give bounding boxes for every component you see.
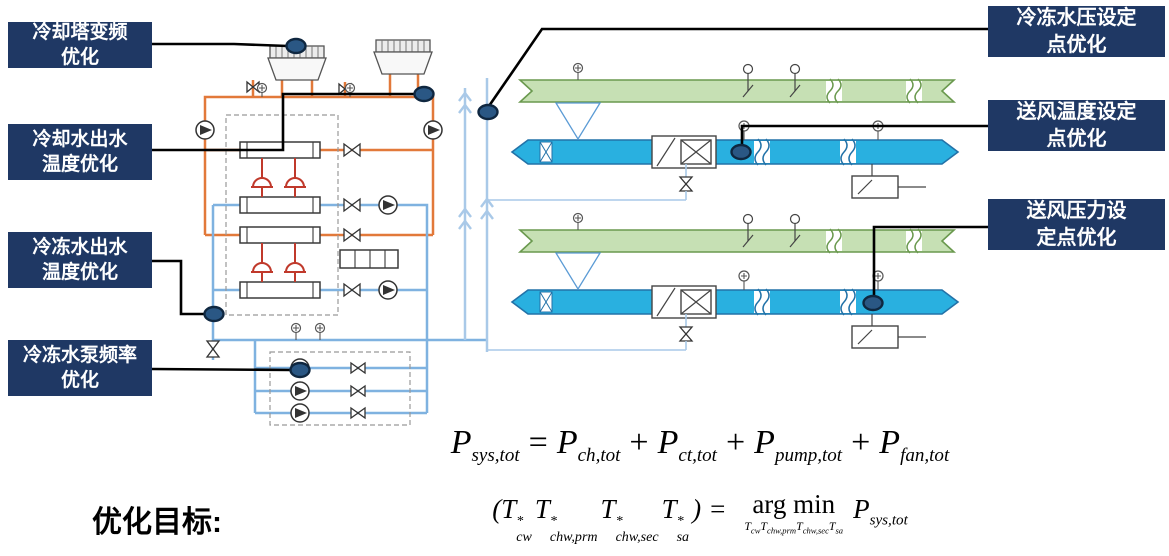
callout-text: 冷冻水出水 — [32, 236, 128, 258]
callout-chw-pressure-setpoint: 冷冻水压设定 点优化 — [988, 6, 1165, 57]
heat-exchanger — [339, 249, 399, 269]
eq-variable: T*chw,sec — [600, 494, 659, 545]
marker-chw-pump-frequency — [289, 361, 311, 379]
objective-title: 优化目标: — [92, 506, 222, 539]
callout-chw-outlet-temp: 冷冻水出水 温度优化 — [8, 232, 152, 288]
callout-text: 送风压力设 — [1026, 200, 1127, 223]
marker-supply-air-pressure — [862, 294, 884, 312]
pump-icon — [378, 195, 398, 215]
valve-icon — [205, 340, 221, 358]
damper-actuator — [742, 63, 754, 98]
sensor-icon — [314, 322, 326, 340]
sensor-icon — [572, 62, 584, 80]
sensor-icon — [344, 82, 356, 97]
valve-icon — [343, 197, 361, 213]
chiller-2 — [239, 226, 321, 299]
pump-icon — [290, 381, 310, 401]
duct-break — [840, 138, 856, 166]
callout-text: 送风温度设定 — [1016, 101, 1137, 124]
cooling-tower-2 — [373, 39, 433, 75]
callout-text: 定点优化 — [1036, 226, 1117, 249]
sensor-icon — [290, 322, 302, 340]
chiller-1 — [239, 141, 321, 214]
eq-term: P — [754, 424, 775, 461]
condenser-water-piping — [203, 74, 435, 237]
callout-text: 点优化 — [1046, 33, 1107, 56]
eq-variable: T*cw — [501, 494, 532, 545]
vav-box — [851, 164, 926, 199]
connector-line — [151, 367, 292, 372]
valve-icon — [350, 384, 366, 398]
connector-line — [487, 27, 988, 107]
coil-control-valve — [678, 164, 694, 200]
callout-text: 优化 — [60, 370, 99, 391]
pump-icon — [195, 120, 215, 140]
eq-term: P — [879, 424, 901, 461]
sensor-icon — [872, 120, 884, 140]
pump-icon — [423, 120, 443, 140]
ahu-box — [651, 135, 717, 169]
callout-text: 温度优化 — [41, 262, 118, 283]
sensor-icon — [738, 120, 750, 140]
eq-variable: T*chw,prm — [534, 494, 598, 545]
callout-cw-outlet-temp: 冷却水出水 温度优化 — [8, 124, 152, 180]
duct-break — [754, 138, 770, 166]
ahu-system — [487, 62, 960, 201]
connector-line — [152, 259, 205, 316]
marker-chw-outlet-temp — [203, 305, 225, 323]
valve-icon — [343, 142, 361, 158]
callout-supply-air-temp-setpoint: 送风温度设定 点优化 — [988, 100, 1165, 151]
callout-text: 冷却水出水 — [32, 128, 128, 150]
ahu-system-2 — [486, 212, 959, 351]
callout-text: 温度优化 — [41, 154, 118, 175]
valve-icon — [350, 361, 366, 375]
marker-chw-pressure-setpoint — [477, 103, 499, 121]
flow-arrow-chevrons — [458, 91, 494, 230]
marker-supply-air-temp — [730, 143, 752, 161]
callout-supply-air-pressure-setpoint: 送风压力设 定点优化 — [988, 199, 1165, 250]
callout-text: 点优化 — [1046, 127, 1107, 150]
duct-break — [906, 78, 922, 104]
mixing-section — [554, 102, 602, 141]
callout-chw-pump-frequency: 冷冻水泵频率 优化 — [8, 340, 152, 396]
connector-line — [740, 124, 988, 145]
connector-line — [152, 92, 415, 152]
duct-break — [826, 78, 842, 104]
control-point-markers — [203, 37, 884, 379]
secondary-pumps-enclosure — [269, 351, 411, 426]
damper-actuator — [789, 63, 801, 98]
marker-cooling-tower-vfd — [285, 37, 307, 55]
eq-variable: T*sa — [661, 494, 690, 545]
pump-icon — [378, 280, 398, 300]
callout-text: 优化 — [60, 47, 99, 68]
callout-text: 冷冻水压设定 — [1016, 7, 1137, 30]
connector-line — [872, 225, 988, 296]
eq-term: P — [657, 424, 679, 461]
marker-cw-outlet-temp — [413, 85, 435, 103]
eq-term: P — [450, 424, 472, 461]
argmin-domain: TcwTchw,prmTchw,secTsa — [744, 519, 844, 536]
valve-icon — [343, 227, 361, 243]
equation-total-power: Psys,tot=Pch,tot+Pct,tot+Ppump,tot+Pfan,… — [450, 424, 950, 466]
callout-text: 冷却塔变频 — [32, 21, 128, 43]
callout-text: 冷冻水泵频率 — [22, 344, 137, 366]
pump-icon — [290, 403, 310, 423]
return-air-duct — [517, 79, 957, 103]
eq-term: P — [853, 494, 870, 525]
valve-icon — [350, 406, 366, 420]
valve-icon — [343, 282, 361, 298]
sensor-icon — [256, 82, 268, 97]
inlet-damper — [539, 141, 553, 163]
callout-connectors — [151, 27, 988, 372]
chw-riser-pipes — [463, 78, 489, 352]
callout-cooling-tower-vfd: 冷却塔变频 优化 — [8, 22, 152, 68]
connector-line — [152, 42, 289, 48]
eq-term: P — [556, 424, 578, 461]
